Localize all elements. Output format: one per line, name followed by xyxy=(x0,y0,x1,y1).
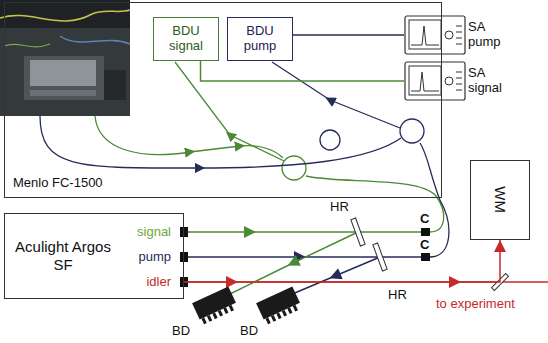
device-label: SA signal xyxy=(468,66,516,96)
beam-dump xyxy=(192,286,238,325)
label-holder: C xyxy=(420,238,429,253)
port-label: signal xyxy=(137,219,171,244)
signal-beam xyxy=(188,231,421,233)
mirror xyxy=(351,218,365,246)
connector xyxy=(293,34,404,36)
fiber-coil xyxy=(320,130,340,150)
unit-label: BDU pump xyxy=(231,24,289,54)
component-label: HR xyxy=(330,200,349,215)
fiber xyxy=(272,62,400,128)
label-holder: to experiment xyxy=(436,297,515,312)
fiber-coupler xyxy=(421,253,430,261)
component-label: HR xyxy=(388,288,407,303)
reflected-beam xyxy=(290,257,380,295)
mirror xyxy=(373,243,387,271)
wavemeter: WM xyxy=(470,160,530,240)
detection-unit: BDU signal xyxy=(153,17,219,61)
component-label: C xyxy=(420,238,429,253)
label-holder: BD xyxy=(240,324,258,339)
spectrum-analyzer-icon xyxy=(405,16,465,54)
port-label: idler xyxy=(137,269,171,294)
fiber xyxy=(306,176,444,232)
spectrum-analyzer: SA signal xyxy=(404,60,516,102)
device-name: Aculight Argos SF xyxy=(15,238,111,274)
component-label: BD xyxy=(172,324,190,339)
instrument-frame: Menlo FC-1500 BDU signal BDU pump xyxy=(4,2,442,198)
fiber xyxy=(420,143,449,257)
fiber xyxy=(95,116,283,158)
fiber xyxy=(40,116,401,168)
connector xyxy=(201,61,404,81)
frame-label: Menlo FC-1500 xyxy=(13,176,103,191)
output-port xyxy=(180,252,188,262)
fiber-coil xyxy=(400,119,424,143)
spectrum-analyzer-icon xyxy=(405,62,465,100)
component-label: C xyxy=(420,212,429,227)
spectrum-analyzer: SA pump xyxy=(404,14,516,56)
beam-dump xyxy=(256,286,302,325)
port-label: pump xyxy=(137,244,171,269)
reflected-beam xyxy=(228,232,358,295)
component-label: BD xyxy=(240,324,258,339)
photo-inset xyxy=(0,0,130,116)
fiber-coil xyxy=(282,156,306,180)
fiber-coupler xyxy=(421,228,430,236)
label-holder: HR xyxy=(388,288,407,303)
unit-label: BDU signal xyxy=(157,24,215,54)
beam-label: to experiment xyxy=(436,297,515,312)
connector xyxy=(184,240,500,282)
text-column: signalpumpidler xyxy=(137,219,171,294)
laser-source: Aculight Argos SF signalpumpidler xyxy=(4,213,184,299)
label-holder: HR xyxy=(330,200,349,215)
label-holder: BD xyxy=(172,324,190,339)
text-column: Aculight Argos SF xyxy=(15,238,111,274)
device-label: SA pump xyxy=(468,20,516,50)
fiber xyxy=(175,62,284,161)
device-label: WM xyxy=(491,187,508,214)
output-port xyxy=(180,227,188,237)
detection-unit: BDU pump xyxy=(227,17,293,61)
label-holder: C xyxy=(420,212,429,227)
